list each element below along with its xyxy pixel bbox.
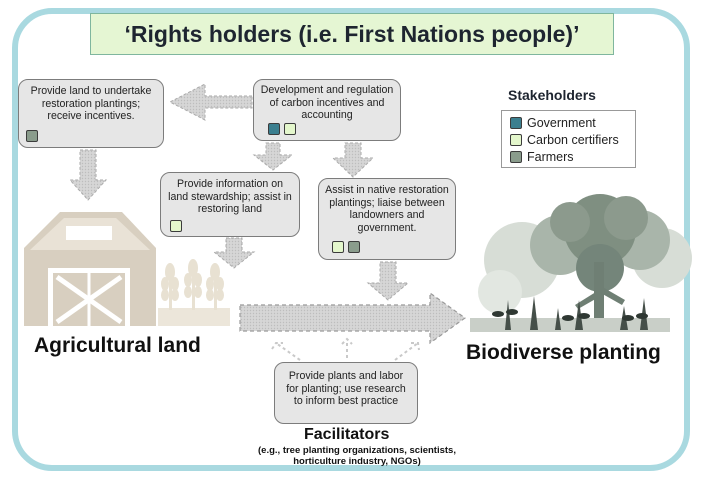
facilitators-label: Facilitators <box>304 426 390 443</box>
biodiverse-planting-label: Biodiverse planting <box>466 341 661 364</box>
carbon-certifiers-marker <box>170 220 182 232</box>
diagram-title: ‘Rights holders (i.e. First Nations peop… <box>90 13 614 55</box>
provide-info-text: Provide information on land stewardship;… <box>168 178 292 215</box>
provide-info-box: Provide information on land stewardship;… <box>160 172 300 237</box>
farmers-marker <box>348 241 360 253</box>
government-marker <box>268 123 280 135</box>
carbon-certifiers-swatch <box>510 134 522 146</box>
arrow-to-provide-land <box>168 83 253 121</box>
government-swatch <box>510 117 522 129</box>
arrow-to-provide-info <box>252 142 294 171</box>
main-transition-arrow <box>239 291 467 345</box>
provide-land-box: Provide land to undertake restoration pl… <box>18 79 164 148</box>
arrow-to-wheat <box>212 237 256 269</box>
provide-land-text: Provide land to undertake restoration pl… <box>30 85 152 122</box>
legend-title: Stakeholders <box>508 87 596 103</box>
development-text: Development and regulation of carbon inc… <box>260 84 394 121</box>
facilitator-arrows <box>271 337 420 361</box>
carbon-certifiers-marker <box>332 241 344 253</box>
wheat-icon <box>158 259 230 326</box>
arrow-to-assist-native <box>331 142 375 178</box>
development-box: Development and regulation of carbon inc… <box>253 79 401 141</box>
legend-label: Farmers <box>527 150 574 164</box>
provide-plants-box: Provide plants and labor for planting; u… <box>274 362 418 424</box>
provide-plants-text: Provide plants and labor for planting; u… <box>286 370 406 407</box>
carbon-certifiers-marker <box>284 123 296 135</box>
outer-frame <box>12 8 690 471</box>
facilitators-subtitle: (e.g., tree planting organizations, scie… <box>258 445 456 467</box>
agricultural-land-label: Agricultural land <box>34 334 201 357</box>
legend-label: Government <box>527 116 596 130</box>
legend-label: Carbon certifiers <box>527 133 619 147</box>
farmers-swatch <box>510 151 522 163</box>
farmers-marker <box>26 130 38 142</box>
barn-icon <box>24 212 156 326</box>
trees-icon <box>470 194 692 332</box>
legend: Government Carbon certifiers Farmers <box>501 110 636 168</box>
arrow-to-barn <box>68 149 108 201</box>
assist-native-box: Assist in native restoration plantings; … <box>318 178 456 260</box>
assist-native-text: Assist in native restoration plantings; … <box>325 184 449 234</box>
arrow-to-trees <box>366 261 410 301</box>
